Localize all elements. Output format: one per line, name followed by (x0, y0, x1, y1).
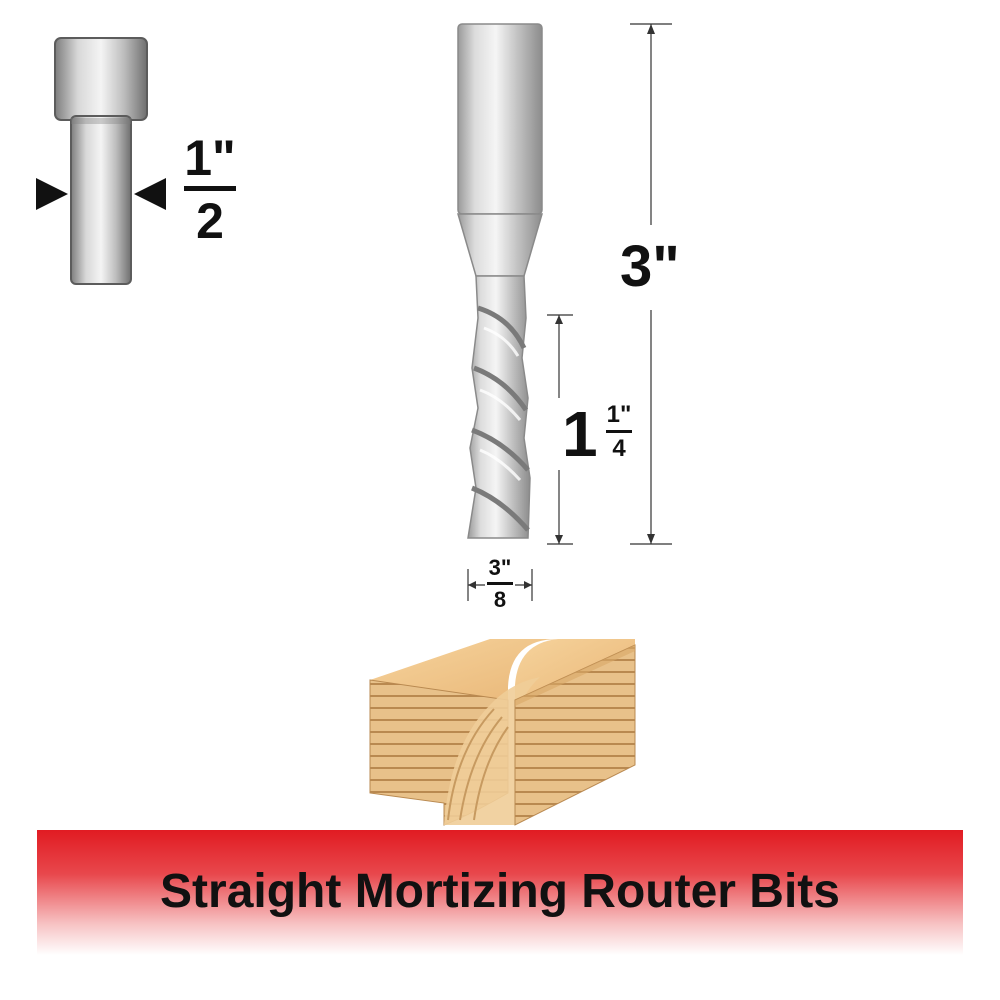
wood-block-icon (369, 639, 636, 826)
cutting-length-numerator: 1 (606, 401, 620, 428)
overall-length-dimension (630, 23, 672, 545)
shank-diameter-label: 1" 2 (180, 132, 240, 249)
shank-diameter-whole: 1 (184, 130, 213, 186)
cutting-length-unit: " (619, 401, 632, 428)
cutting-length-dimension (547, 314, 573, 545)
cutting-length-denominator: 4 (612, 435, 626, 462)
cutting-length-whole: 1 (562, 398, 598, 470)
cutting-diameter-label: 3" 8 (484, 556, 516, 613)
title-banner: Straight Mortizing Router Bits (37, 830, 963, 955)
cutting-diameter-dimension (467, 569, 533, 601)
banner-title: Straight Mortizing Router Bits (160, 865, 840, 918)
shank-diameter-unit: " (212, 130, 236, 186)
overall-length-label: 3" (620, 236, 680, 298)
overall-length-value: 3 (620, 234, 653, 299)
arrow-right-icon (36, 178, 68, 210)
router-bit-icon (457, 23, 543, 539)
cutting-diameter-denominator: 8 (493, 587, 507, 612)
cutting-diameter-unit: " (500, 555, 512, 580)
shank-diameter-denominator: 2 (196, 193, 224, 249)
arrow-left-icon (134, 178, 166, 210)
shank-icon (54, 37, 148, 285)
cutting-diameter-numerator: 3 (488, 555, 501, 580)
overall-length-unit: " (652, 234, 680, 299)
